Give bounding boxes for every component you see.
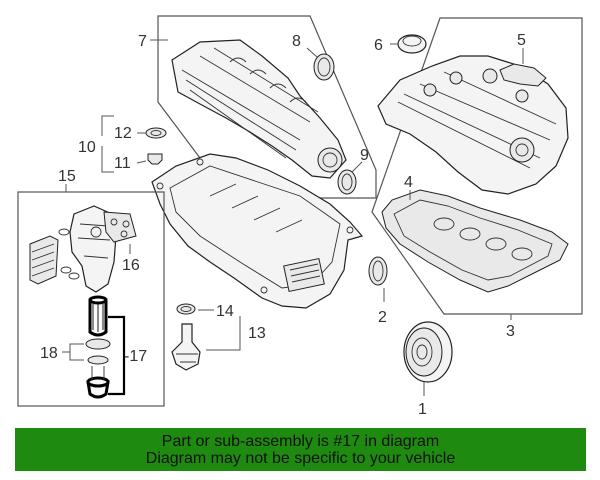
drain-washer: [145, 127, 167, 139]
callout-5: 5: [517, 32, 526, 49]
callout-18: 18: [40, 345, 58, 362]
oil-pan: [151, 153, 364, 309]
intake-manifold-box: [157, 15, 377, 199]
o-ring-18b: [87, 355, 109, 365]
callout-1: 1: [418, 401, 427, 418]
callout-10: 10: [78, 139, 96, 156]
intake-manifold-group: 7 8 9: [138, 15, 377, 199]
oil-level-sensor: [171, 323, 201, 371]
part-5-gasket: [499, 63, 547, 87]
seal-ring-2: [368, 256, 388, 286]
banner-line-1: Part or sub-assembly is #17 in diagram: [161, 432, 440, 450]
valve-cover-gasket: [381, 189, 569, 293]
oil-cap: [397, 34, 427, 54]
oil-filter-group: 15 16 -17 18: [17, 168, 165, 407]
valve-cover-box: [371, 17, 583, 315]
callout-9: 9: [360, 147, 369, 164]
oil-cooler: [29, 235, 59, 285]
info-banner: Part or sub-assembly is #17 in diagram D…: [15, 428, 586, 471]
callout-16: 16: [122, 257, 140, 274]
seal-ring-9: [337, 169, 357, 195]
crank-pulley: [403, 321, 453, 383]
o-ring-18a: [85, 338, 111, 350]
gasket-8: [313, 53, 335, 81]
callout-7: 7: [138, 33, 147, 50]
callout-6: 6: [374, 37, 383, 54]
callout-8: 8: [292, 33, 301, 50]
callout-4: 4: [404, 174, 413, 191]
callout-17: -17: [124, 348, 147, 365]
banner-line-2: Diagram may not be specific to your vehi…: [145, 449, 456, 467]
callout-2: 2: [378, 309, 387, 326]
callout-13: 13: [248, 325, 266, 342]
o-ring-14: [176, 303, 196, 315]
callout-12: 12: [114, 125, 132, 142]
valve-cover-group: 6 5 4 3: [371, 17, 583, 340]
oil-filter-box: [17, 191, 165, 407]
callout-3: 3: [506, 323, 515, 340]
callout-11: 11: [114, 155, 131, 172]
drain-plug: [147, 153, 163, 165]
parts-diagram: 7 8 9 6 5 4 3 2: [17, 15, 583, 418]
callout-14: 14: [216, 303, 234, 320]
callout-15: 15: [58, 168, 76, 185]
